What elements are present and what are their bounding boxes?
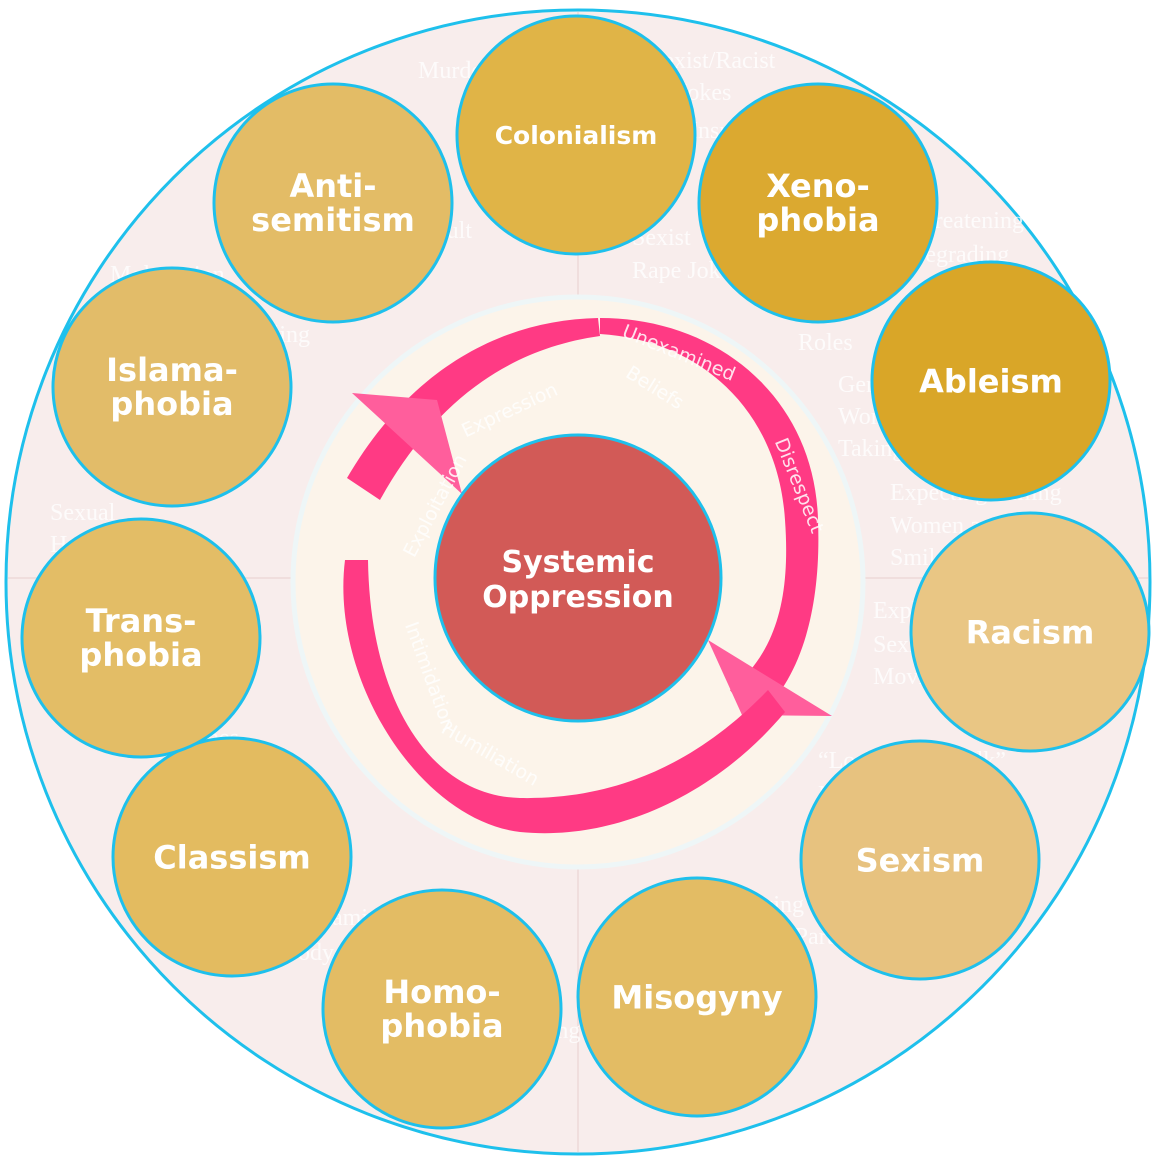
bubble-trans: Trans-phobia <box>20 517 262 759</box>
bubble-circle <box>870 260 1112 502</box>
bubble-xeno: Xeno-phobia <box>697 82 939 324</box>
bubble-label-line2: phobia <box>110 385 233 423</box>
bubble-ableism: Ableism <box>870 260 1112 502</box>
bubble-label-line2: phobia <box>756 201 879 239</box>
bubble-sexism: Sexism <box>799 739 1041 981</box>
bubble-colonialism: Colonialism <box>455 14 697 256</box>
bubble-label-line1: Anti- <box>289 167 376 205</box>
bubble-circle <box>697 82 939 324</box>
bubble-circle <box>321 888 563 1130</box>
arrow-bottom-body <box>343 560 785 834</box>
bubble-label-line1: Homo- <box>383 973 500 1011</box>
bubble-circle <box>51 266 293 508</box>
bubble-label-line1: Racism <box>966 614 1095 652</box>
bubble-label-line1: Xeno- <box>766 167 870 205</box>
bubble-label-line1: Ableism <box>919 363 1063 401</box>
bubble-circle <box>212 82 454 324</box>
bubble-circle <box>799 739 1041 981</box>
bubble-label-line1: Misogyny <box>611 979 782 1017</box>
center-label-line2: Oppression <box>482 580 674 615</box>
bubble-label-line1: Sexism <box>856 842 985 880</box>
bubble-label-line1: Colonialism <box>495 121 658 150</box>
bubble-misogyny: Misogyny <box>576 876 818 1118</box>
arrow-left-body <box>347 318 600 500</box>
bubble-anti: Anti-semitism <box>212 82 454 324</box>
arrow-left-head <box>352 393 462 494</box>
bubble-islama: Islama-phobia <box>51 266 293 508</box>
arrow-right-body <box>600 318 819 720</box>
bubble-label-line1: Islama- <box>106 351 238 389</box>
background-phrase: Sexual <box>50 500 116 526</box>
bubble-label-line2: phobia <box>79 636 202 674</box>
bubble-circle <box>576 876 818 1118</box>
bubble-circle <box>111 736 353 978</box>
bubble-label-line1: Classism <box>153 839 311 877</box>
bubbles: ColonialismXeno-phobiaAbleismRacismSexis… <box>20 14 1151 1130</box>
bubble-circle <box>20 517 262 759</box>
cycle-arrows <box>343 318 832 834</box>
bubble-homo: Homo-phobia <box>321 888 563 1130</box>
center-circle <box>433 433 723 723</box>
bubble-circle <box>909 511 1151 753</box>
bubble-classism: Classism <box>111 736 353 978</box>
bubble-label-line2: phobia <box>380 1007 503 1045</box>
background-phrase: Roles <box>798 330 853 356</box>
arrow-right-head <box>708 640 832 716</box>
center-label-line1: Systemic <box>501 545 654 580</box>
bubble-label-line2: semitism <box>251 201 415 239</box>
bubble-circle <box>455 14 697 256</box>
bubble-label-line1: Trans- <box>86 602 197 640</box>
bubble-racism: Racism <box>909 511 1151 753</box>
